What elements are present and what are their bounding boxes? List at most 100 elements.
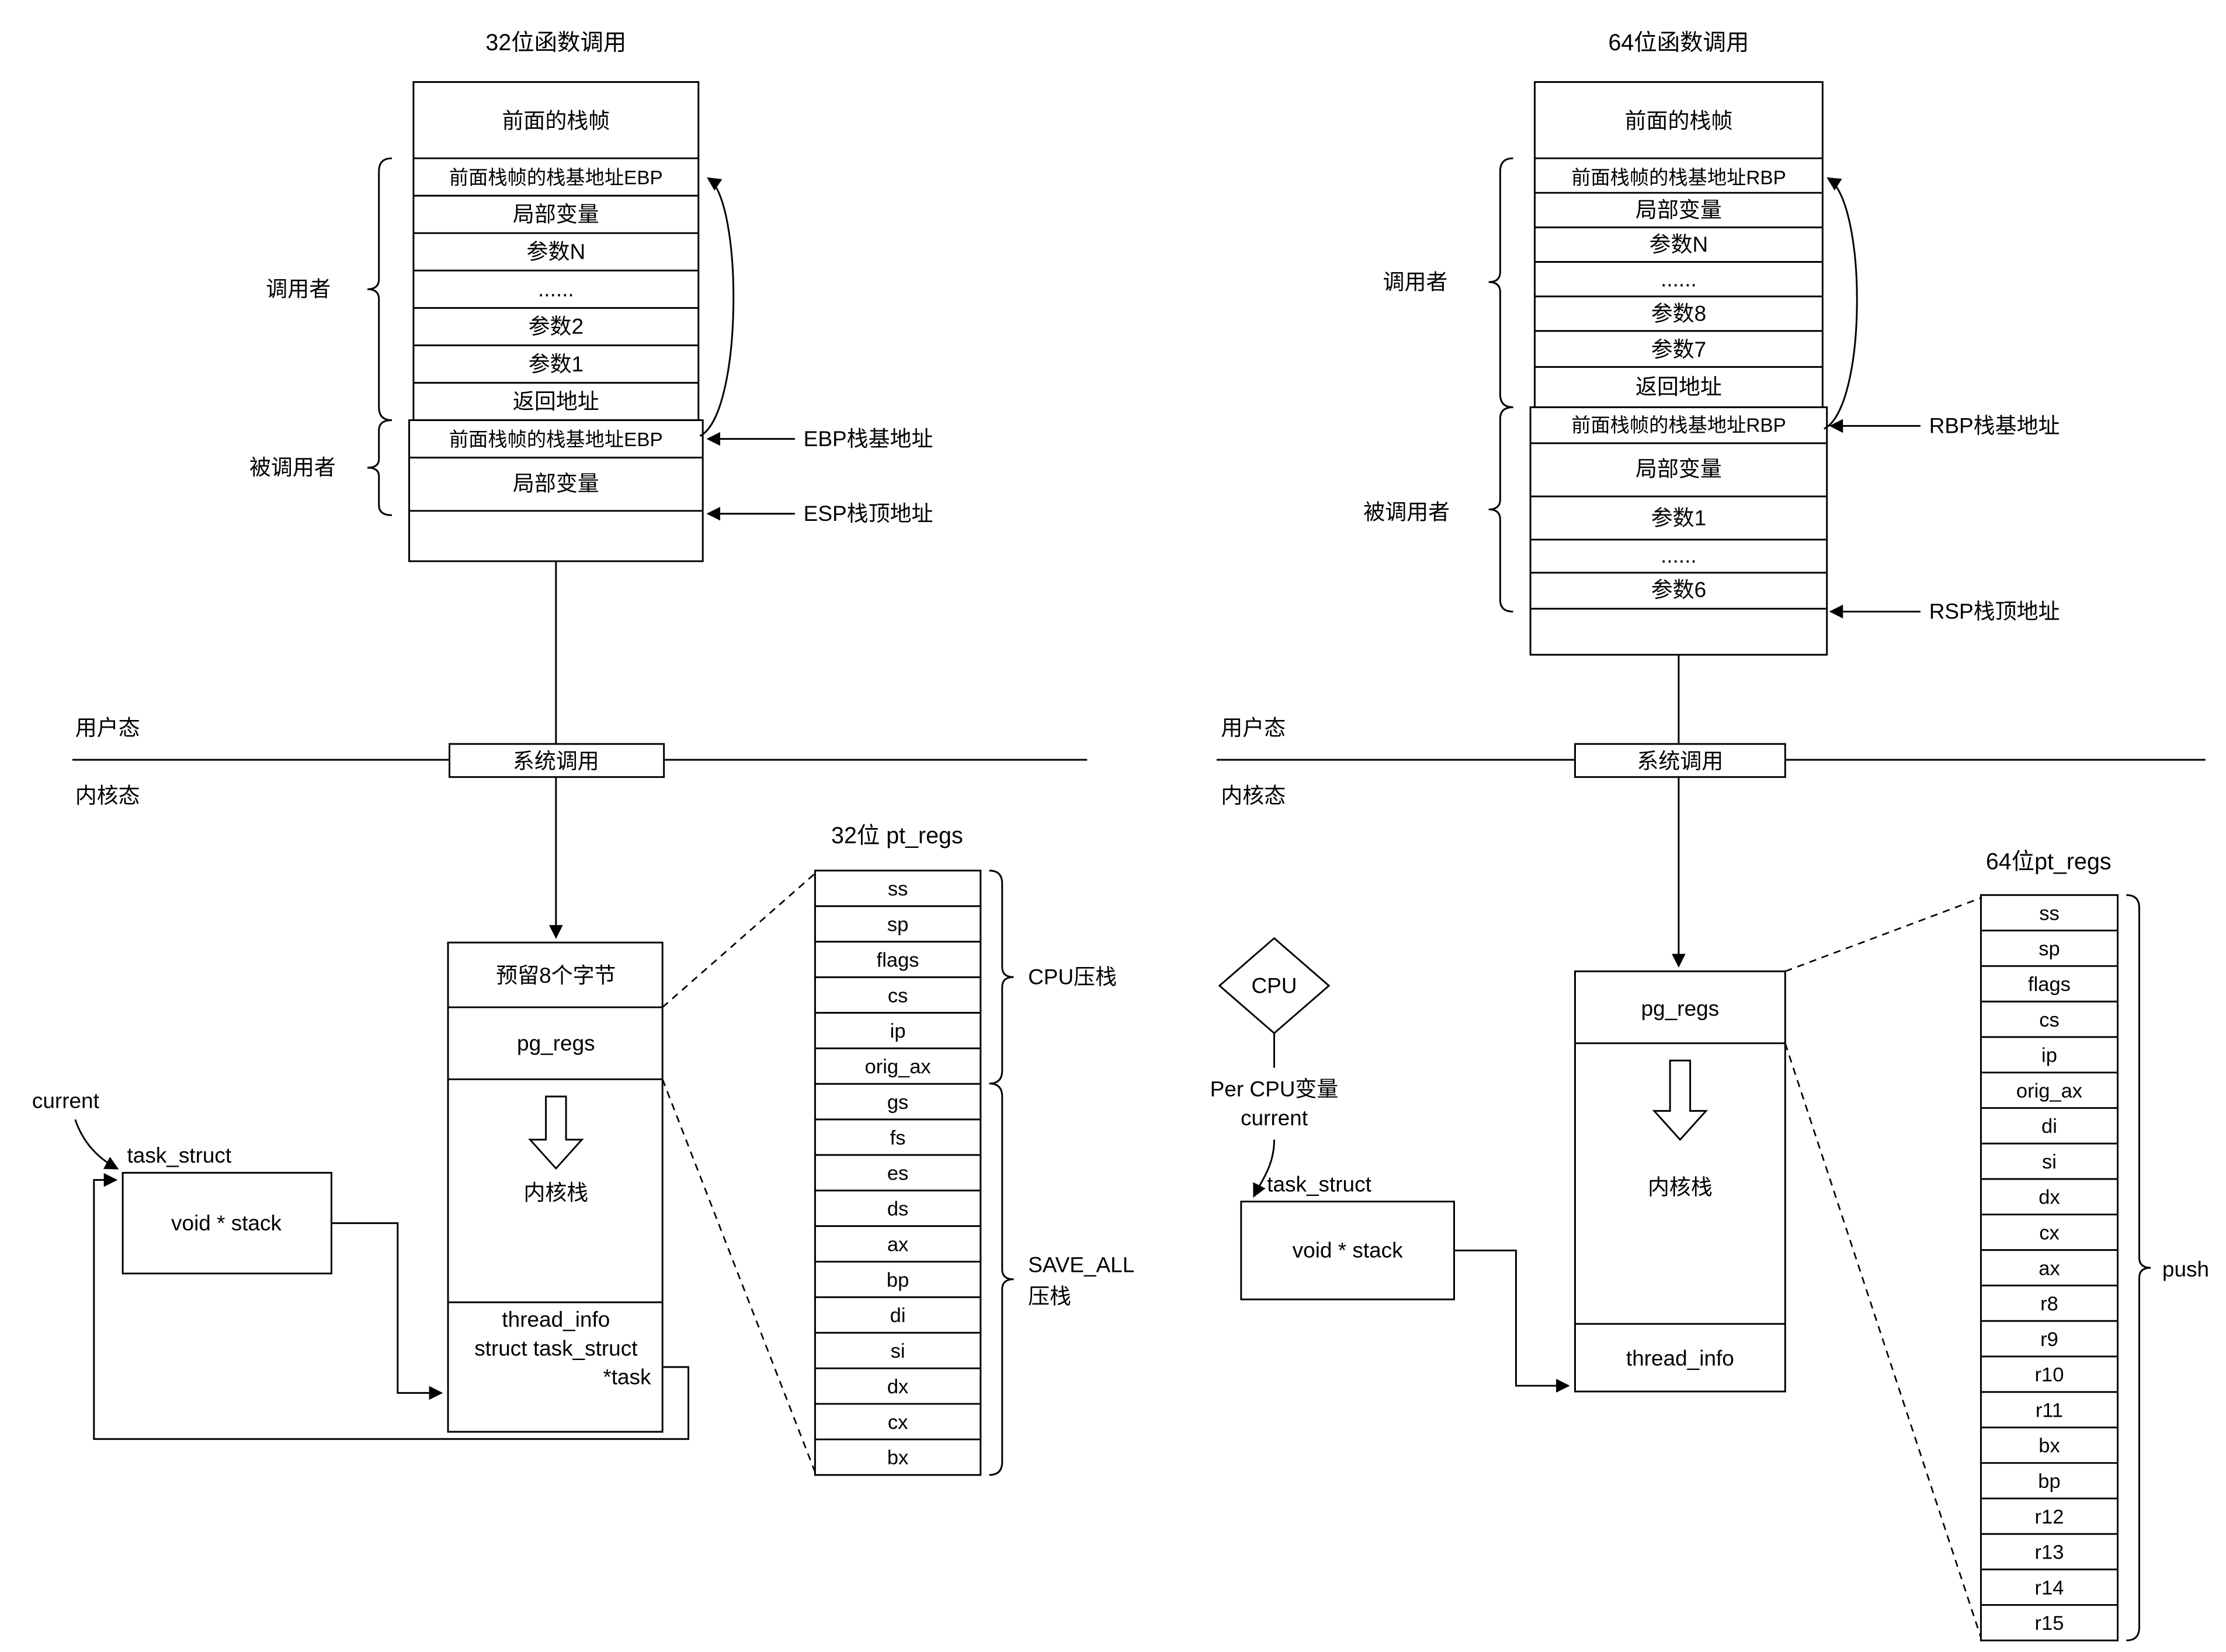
register-name: r12 <box>2035 1506 2064 1528</box>
register-name: bx <box>2039 1435 2060 1457</box>
stack-top-label: ESP栈顶地址 <box>804 502 933 526</box>
stack-cell: 返回地址 <box>513 389 599 413</box>
register-name: sp <box>887 913 908 935</box>
left-diagram: 32位函数调用 前面的栈帧 前面栈帧的栈基地址EBP 局部变量 参数N ....… <box>32 30 1134 1476</box>
right-user-stack: 前面的栈帧 前面栈帧的栈基地址RBP 局部变量 参数N ...... 参数8 参… <box>1529 81 1828 656</box>
register-name: di <box>890 1305 906 1327</box>
right-diagram: 64位函数调用 前面的栈帧 前面栈帧的栈基地址RBP 局部变量 参数N ....… <box>1210 30 2209 1641</box>
register-name: bp <box>887 1269 909 1291</box>
stack-cell: 前面栈帧的栈基地址EBP <box>449 167 663 189</box>
left-pt-regs-rows: ssspflagscsiporig_axgsfsesdsaxbpdisidxcx… <box>815 878 981 1469</box>
register-name: dx <box>2039 1187 2060 1209</box>
caller-label: 调用者 <box>266 277 331 301</box>
callee-frame-box <box>1529 406 1828 656</box>
syscall-label: 系统调用 <box>513 749 599 773</box>
register-name: ss <box>888 878 908 900</box>
register-name: gs <box>887 1091 908 1114</box>
frame-chain-arrow <box>1824 177 1858 430</box>
task-struct-label: task_struct <box>1267 1172 1371 1196</box>
callee-brace <box>367 419 392 516</box>
stack-cell: 前面的栈帧 <box>502 109 610 133</box>
pt-regs-table-box <box>814 870 982 1476</box>
current-to-task-arrow <box>74 1119 119 1170</box>
left-user-stack: 前面的栈帧 前面栈帧的栈基地址EBP 局部变量 参数N ...... 参数2 参… <box>408 81 704 562</box>
callee-label: 被调用者 <box>249 455 336 479</box>
register-name: di <box>2041 1115 2057 1138</box>
current-label: current <box>32 1088 99 1112</box>
register-name: r13 <box>2035 1542 2064 1564</box>
callee-brace <box>1488 406 1513 613</box>
syscall-label: 系统调用 <box>1637 749 1723 773</box>
thread-info-cell: struct task_struct <box>474 1336 637 1360</box>
right-pt-regs-rows: ssspflagscsiporig_axdisidxcxaxr8r9r10r11… <box>1981 902 2118 1634</box>
register-name: bp <box>2038 1470 2060 1493</box>
stack-cell: 参数N <box>527 240 586 264</box>
stack-field-to-thread-info-arrow <box>1454 1249 1570 1393</box>
stack-cell: 参数2 <box>529 315 584 339</box>
register-name: sp <box>2039 938 2060 960</box>
reserved-bytes-cell: 预留8个字节 <box>496 964 616 987</box>
register-name: bx <box>887 1447 908 1469</box>
caller-frame-box <box>412 81 700 422</box>
per-cpu-label: current <box>1241 1106 1308 1130</box>
register-name: r14 <box>2035 1577 2064 1599</box>
base-pointer-label: RBP栈基地址 <box>1929 414 2060 438</box>
save-all-label: SAVE_ALL <box>1028 1253 1134 1277</box>
grow-down-arrow <box>528 1095 584 1170</box>
register-name: dx <box>887 1376 908 1398</box>
stack-cell: 前面栈帧的栈基地址RBP <box>1571 415 1786 436</box>
caller-label: 调用者 <box>1383 270 1448 294</box>
stack-cell: 前面栈帧的栈基地址RBP <box>1571 167 1786 189</box>
pt-regs-map-dashed-bottom <box>1784 1043 1982 1638</box>
stack-cell: 参数8 <box>1651 302 1706 326</box>
register-name: cs <box>888 985 908 1007</box>
stack-cell: 前面的栈帧 <box>1625 109 1733 133</box>
caller-brace <box>1488 157 1513 408</box>
pt-regs-cell: pg_regs <box>517 1031 595 1055</box>
kernel-stack-label: 内核栈 <box>523 1181 588 1205</box>
right-title: 64位函数调用 <box>1609 30 1749 55</box>
task-back-pointer-arrow <box>93 1173 690 1440</box>
current-to-task-arrow <box>1253 1139 1275 1198</box>
stack-field-label: void * stack <box>171 1211 282 1235</box>
user-mode-label: 用户态 <box>1221 716 1286 740</box>
cpu-label: CPU <box>1251 973 1297 997</box>
register-name: orig_ax <box>2016 1080 2082 1102</box>
base-pointer-label: EBP栈基地址 <box>804 427 933 451</box>
register-name: r9 <box>2040 1328 2058 1351</box>
task-struct-box <box>1240 1201 1455 1300</box>
register-name: r11 <box>2036 1399 2063 1421</box>
kernel-stack-box <box>1574 970 1786 1393</box>
grow-down-arrow <box>1652 1059 1708 1141</box>
stack-cell: 局部变量 <box>1635 198 1722 222</box>
thread-info-cell: thread_info <box>502 1307 610 1331</box>
register-name: ip <box>2041 1045 2057 1067</box>
stack-cell: 参数1 <box>1651 506 1706 530</box>
thread-info-cell: thread_info <box>1626 1347 1734 1371</box>
register-name: ss <box>2039 902 2059 924</box>
frame-chain-arrow <box>699 177 735 437</box>
stack-cell: 前面栈帧的栈基地址EBP <box>449 429 663 451</box>
register-name: ds <box>887 1198 908 1220</box>
register-name: cx <box>2039 1222 2059 1244</box>
callee-label: 被调用者 <box>1363 500 1450 524</box>
stack-cell: 局部变量 <box>1635 457 1722 481</box>
stack-top-label: RSP栈顶地址 <box>1929 600 2060 624</box>
cpu-push-brace <box>989 870 1014 1085</box>
right-kernel-stack: pg_regs 内核栈 thread_info <box>1574 970 1786 1393</box>
register-name: orig_ax <box>865 1056 931 1078</box>
stack-field-label: void * stack <box>1293 1239 1403 1263</box>
stack-cell: ...... <box>1661 267 1697 291</box>
left-kernel-stack: 预留8个字节 pg_regs 内核栈 thread_info struct ta… <box>447 941 664 1433</box>
kernel-stack-label: 内核栈 <box>1648 1175 1713 1199</box>
stack-cell: 局部变量 <box>513 202 599 226</box>
register-name: cs <box>2039 1009 2059 1031</box>
register-name: r10 <box>2035 1364 2064 1386</box>
register-name: es <box>887 1163 908 1185</box>
syscall-box <box>1574 743 1786 778</box>
pt-regs-table-box <box>1980 894 2119 1641</box>
pt-regs-map-dashed-top <box>662 872 816 1008</box>
save-all-label: 压栈 <box>1028 1285 1071 1309</box>
register-name: ax <box>2039 1257 2060 1279</box>
